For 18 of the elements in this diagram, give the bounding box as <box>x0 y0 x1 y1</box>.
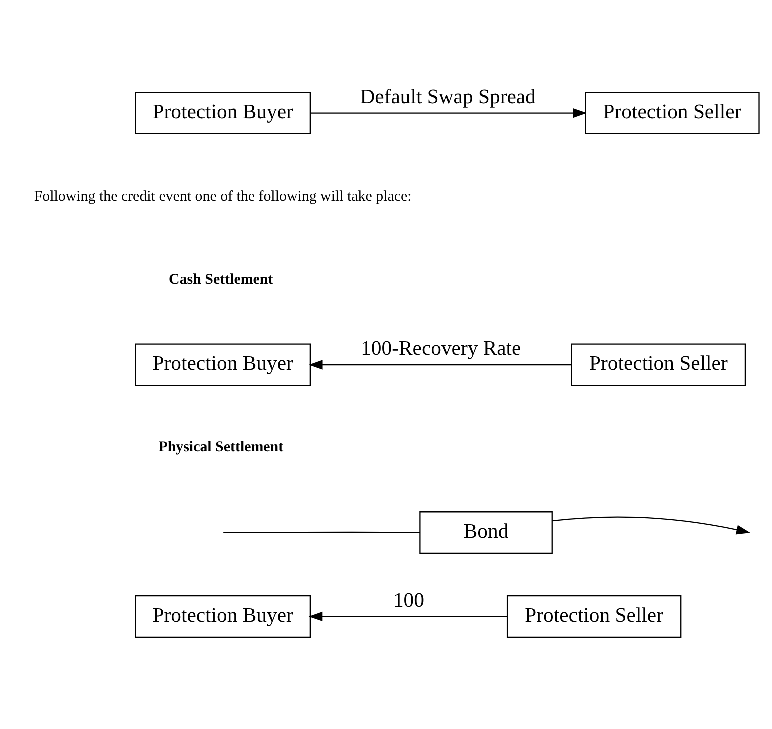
arrow <box>310 108 588 118</box>
connector <box>224 531 420 533</box>
edge-label: Default Swap Spread <box>360 86 536 108</box>
node-box: Protection Buyer <box>135 343 311 386</box>
arrow <box>308 611 508 622</box>
node-box: Protection Seller <box>571 343 746 386</box>
label: Physical Settlement <box>158 439 284 456</box>
node-box: Protection Buyer <box>135 594 311 638</box>
label: Following the credit event one of the following will take place: <box>34 188 412 205</box>
edge-label: 100-Recovery Rate <box>361 338 522 360</box>
arrow <box>552 516 750 534</box>
node-box: Protection Seller <box>506 594 682 638</box>
edge-label: 100 <box>393 589 424 612</box>
node-box: Protection Buyer <box>135 92 311 134</box>
node-box: Protection Seller <box>585 92 760 134</box>
arrow <box>308 360 572 370</box>
node-box: Bond <box>420 511 553 554</box>
label: Cash Settlement <box>169 271 274 288</box>
